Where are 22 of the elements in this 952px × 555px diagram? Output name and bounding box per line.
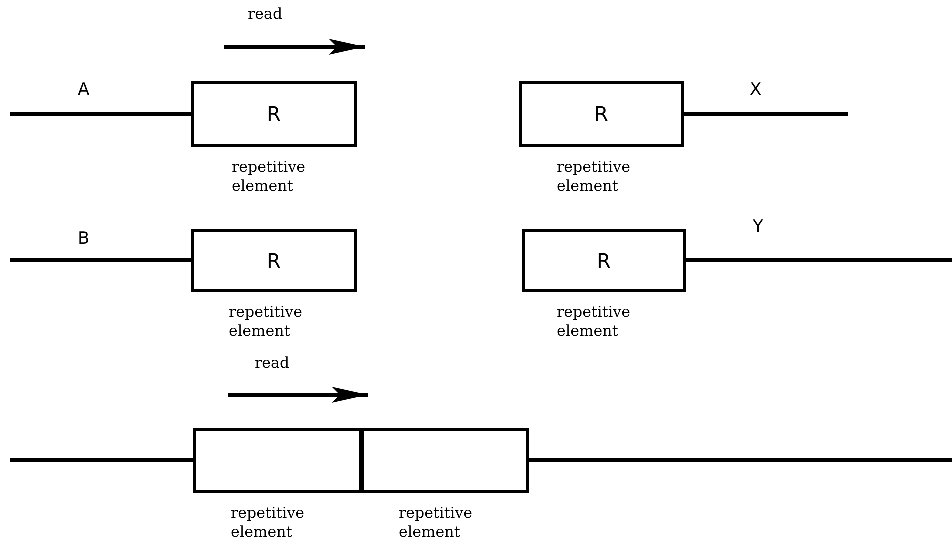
box-label: R bbox=[594, 102, 608, 126]
node-label: repetitive element bbox=[557, 158, 632, 196]
node-label: repetitive element bbox=[399, 504, 474, 542]
box-label: R bbox=[267, 248, 281, 272]
strand-label: X bbox=[750, 80, 762, 100]
dna-strand bbox=[686, 258, 952, 262]
strand-label: Y bbox=[753, 216, 764, 236]
dna-strand bbox=[10, 258, 191, 262]
box-label: R bbox=[267, 102, 281, 126]
strand-label: A bbox=[78, 80, 90, 100]
direction-label: read bbox=[255, 354, 290, 372]
node-label: repetitive element bbox=[229, 303, 304, 341]
dna-strand bbox=[684, 112, 848, 116]
node-label: repetitive element bbox=[557, 303, 632, 341]
strand-label: B bbox=[78, 228, 90, 248]
node-label: repetitive element bbox=[231, 504, 306, 542]
dna-strand bbox=[10, 112, 191, 116]
box-label: R bbox=[597, 248, 611, 272]
dna-strand bbox=[10, 458, 193, 462]
direction-label: read bbox=[248, 5, 283, 23]
node-label: repetitive element bbox=[232, 158, 307, 196]
dna-strand bbox=[529, 458, 952, 462]
